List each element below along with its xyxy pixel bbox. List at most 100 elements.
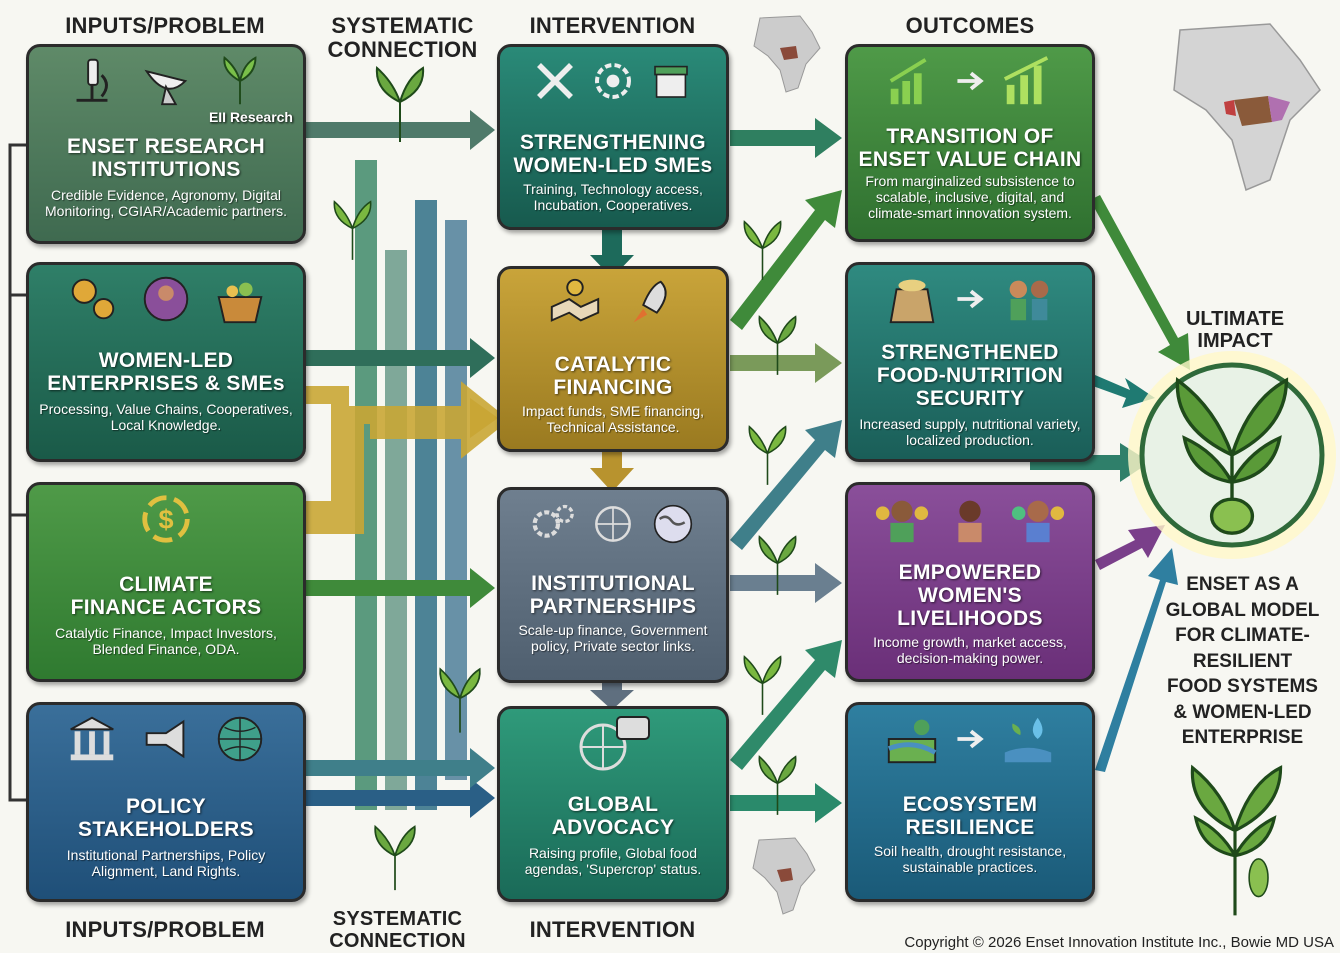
intervention-partnerships-icons: [500, 490, 726, 558]
outcome-food-icons: [848, 265, 1092, 333]
header-intervention-top: INTERVENTION: [529, 13, 696, 38]
intervention-box-institutional-partnerships: INSTITUTIONAL PARTNERSHIPS Scale-up fina…: [497, 487, 729, 683]
intervention-sme-title: STRENGTHENING WOMEN-LED SMEs: [513, 131, 713, 177]
intervention-advocacy-title: GLOBAL ADVOCACY: [551, 793, 675, 839]
outcome-women-desc: Income growth, market access, decision-m…: [873, 634, 1067, 666]
research-tag: EII Research: [208, 109, 293, 125]
enset-plant-icon: [333, 200, 372, 260]
intervention-sme-desc: Training, Technology access, Incubation,…: [523, 181, 703, 213]
outcome-value-chain-desc: From marginalized subsistence to scalabl…: [865, 173, 1075, 221]
input-women-desc: Processing, Value Chains, Cooperatives, …: [39, 401, 293, 433]
africa-map-icon: [752, 837, 816, 915]
dollar-cycle-icon: $: [142, 495, 190, 543]
outcome-box-food-nutrition: STRENGTHENED FOOD-NUTRITION SECURITY Inc…: [845, 262, 1095, 462]
intervention-partnerships-title: INSTITUTIONAL PARTNERSHIPS: [529, 572, 697, 618]
input-women-title: WOMEN-LED ENTERPRISES & SMEs: [47, 349, 285, 395]
satellite-dish-icon: [144, 69, 188, 106]
bar-growth-icon: [889, 58, 927, 105]
person-gear-icon: [595, 63, 631, 99]
woman-coins-icon: [1011, 500, 1065, 543]
enset-plant-icon: [743, 655, 782, 715]
input-box-policy: POLICY STAKEHOLDERS Institutional Partne…: [26, 702, 306, 902]
water-plant-icon: [1004, 717, 1052, 763]
gears-icon: [71, 278, 115, 320]
microscope-icon: [76, 58, 108, 102]
header-systematic-top: SYSTEMATIC CONNECTION: [327, 13, 478, 62]
ultimate-impact-title: ULTIMATE IMPACT: [1185, 308, 1285, 352]
input-women-icons: [29, 265, 303, 333]
woman-gear-icon: [143, 276, 189, 322]
landscape-icon: [887, 719, 937, 764]
outcome-box-ecosystem-resilience: ECOSYSTEM RESILIENCE Soil health, drough…: [845, 702, 1095, 902]
copyright-notice: Copyright © 2026 Enset Innovation Instit…: [904, 934, 1334, 951]
world-map-icon: [653, 504, 693, 544]
woman-icon: [958, 500, 982, 543]
gears-icon: [532, 504, 574, 538]
intervention-financing-desc: Impact funds, SME financing, Technical A…: [521, 403, 705, 435]
enset-plant-icon: [439, 667, 481, 733]
header-systematic-bottom: SYSTEMATIC CONNECTION: [329, 908, 466, 952]
input-research-title: ENSET RESEARCH INSTITUTIONS: [67, 135, 265, 181]
africa-map-icon: [753, 15, 821, 93]
ultimate-impact-statement: ENSET AS A GLOBAL MODEL FOR CLIMATE- RES…: [1165, 574, 1320, 748]
enset-plant-icon: [758, 755, 797, 815]
header-outcomes-top: OUTCOMES: [905, 13, 1035, 38]
intervention-partnerships-desc: Scale-up finance, Government policy, Pri…: [518, 622, 708, 654]
market-stall-icon: [654, 65, 688, 98]
enset-impact-plant-icon: [1175, 377, 1289, 535]
header-inputs-top: INPUTS/PROBLEM: [65, 13, 265, 38]
intervention-box-strengthening-smes: STRENGTHENING WOMEN-LED SMEs Training, T…: [497, 44, 729, 230]
input-research-icons: [29, 47, 303, 115]
outcome-ecosystem-icons: [848, 705, 1092, 773]
megaphone-icon: [145, 719, 185, 759]
enset-plant-icon: [758, 315, 797, 375]
outcome-women-title: EMPOWERED WOMEN'S LIVELIHOODS: [897, 561, 1043, 630]
enset-plant-icon: [748, 425, 787, 485]
outcome-value-chain-title: TRANSITION OF ENSET VALUE CHAIN: [858, 125, 1082, 171]
input-box-women-enterprises: WOMEN-LED ENTERPRISES & SMEs Processing,…: [26, 262, 306, 462]
input-finance-desc: Catalytic Finance, Impact Investors, Ble…: [55, 625, 277, 657]
input-research-desc: Credible Evidence, Agronomy, Digital Mon…: [45, 187, 287, 219]
enset-plant-icon: [758, 535, 797, 595]
intervention-advocacy-icons: [500, 709, 726, 777]
intervention-sme-icons: [500, 47, 726, 115]
input-finance-icons: $: [29, 485, 303, 553]
input-finance-title: CLIMATE FINANCE ACTORS: [70, 573, 262, 619]
grain-sack-icon: [889, 279, 935, 324]
outcome-value-chain-icons: [848, 47, 1092, 115]
globe-icon: [217, 716, 263, 762]
outcome-box-value-chain: TRANSITION OF ENSET VALUE CHAIN From mar…: [845, 44, 1095, 242]
input-policy-icons: [29, 705, 303, 773]
enset-plant-icon: [1190, 764, 1283, 916]
enset-plant-icon: [374, 824, 416, 891]
intervention-box-catalytic-financing: CATALYTIC FINANCING Impact funds, SME fi…: [497, 266, 729, 452]
right-arrow-icon: [957, 289, 984, 309]
input-box-climate-finance: $ CLIMATE FINANCE ACTORS Catalytic Finan…: [26, 482, 306, 682]
outcome-women-icons: [848, 485, 1092, 553]
handshake-icon: [550, 278, 600, 322]
input-box-research: EII Research ENSET RESEARCH INSTITUTIONS…: [26, 44, 306, 244]
network-globe-icon: [595, 506, 631, 542]
outcome-ecosystem-title: ECOSYSTEM RESILIENCE: [902, 793, 1038, 839]
outcome-ecosystem-desc: Soil health, drought resistance, sustain…: [873, 843, 1067, 875]
intervention-financing-title: CATALYTIC FINANCING: [553, 353, 673, 399]
right-arrow-icon: [957, 729, 984, 749]
basket-icon: [217, 282, 263, 324]
digital-growth-icon: [1003, 56, 1049, 105]
rocket-icon: [633, 280, 667, 323]
enset-plant-icon: [375, 65, 425, 142]
enset-plant-icon: [743, 220, 782, 280]
intervention-financing-icons: [500, 269, 726, 337]
woman-coins-icon: [875, 500, 929, 543]
outcome-box-womens-livelihoods: EMPOWERED WOMEN'S LIVELIHOODS Income gro…: [845, 482, 1095, 682]
intervention-box-global-advocacy: GLOBAL ADVOCACY Raising profile, Global …: [497, 706, 729, 902]
header-inputs-bottom: INPUTS/PROBLEM: [65, 917, 265, 942]
outcome-food-desc: Increased supply, nutritional variety, l…: [859, 416, 1081, 448]
enset-plant-icon: [223, 55, 257, 105]
africa-map-icon: [1173, 23, 1321, 192]
globe-chat-icon: [579, 716, 650, 771]
children-icon: [1009, 280, 1049, 321]
header-intervention-bottom: INTERVENTION: [529, 917, 696, 942]
svg-text:$: $: [158, 505, 173, 535]
intervention-advocacy-desc: Raising profile, Global food agendas, 'S…: [524, 845, 702, 877]
